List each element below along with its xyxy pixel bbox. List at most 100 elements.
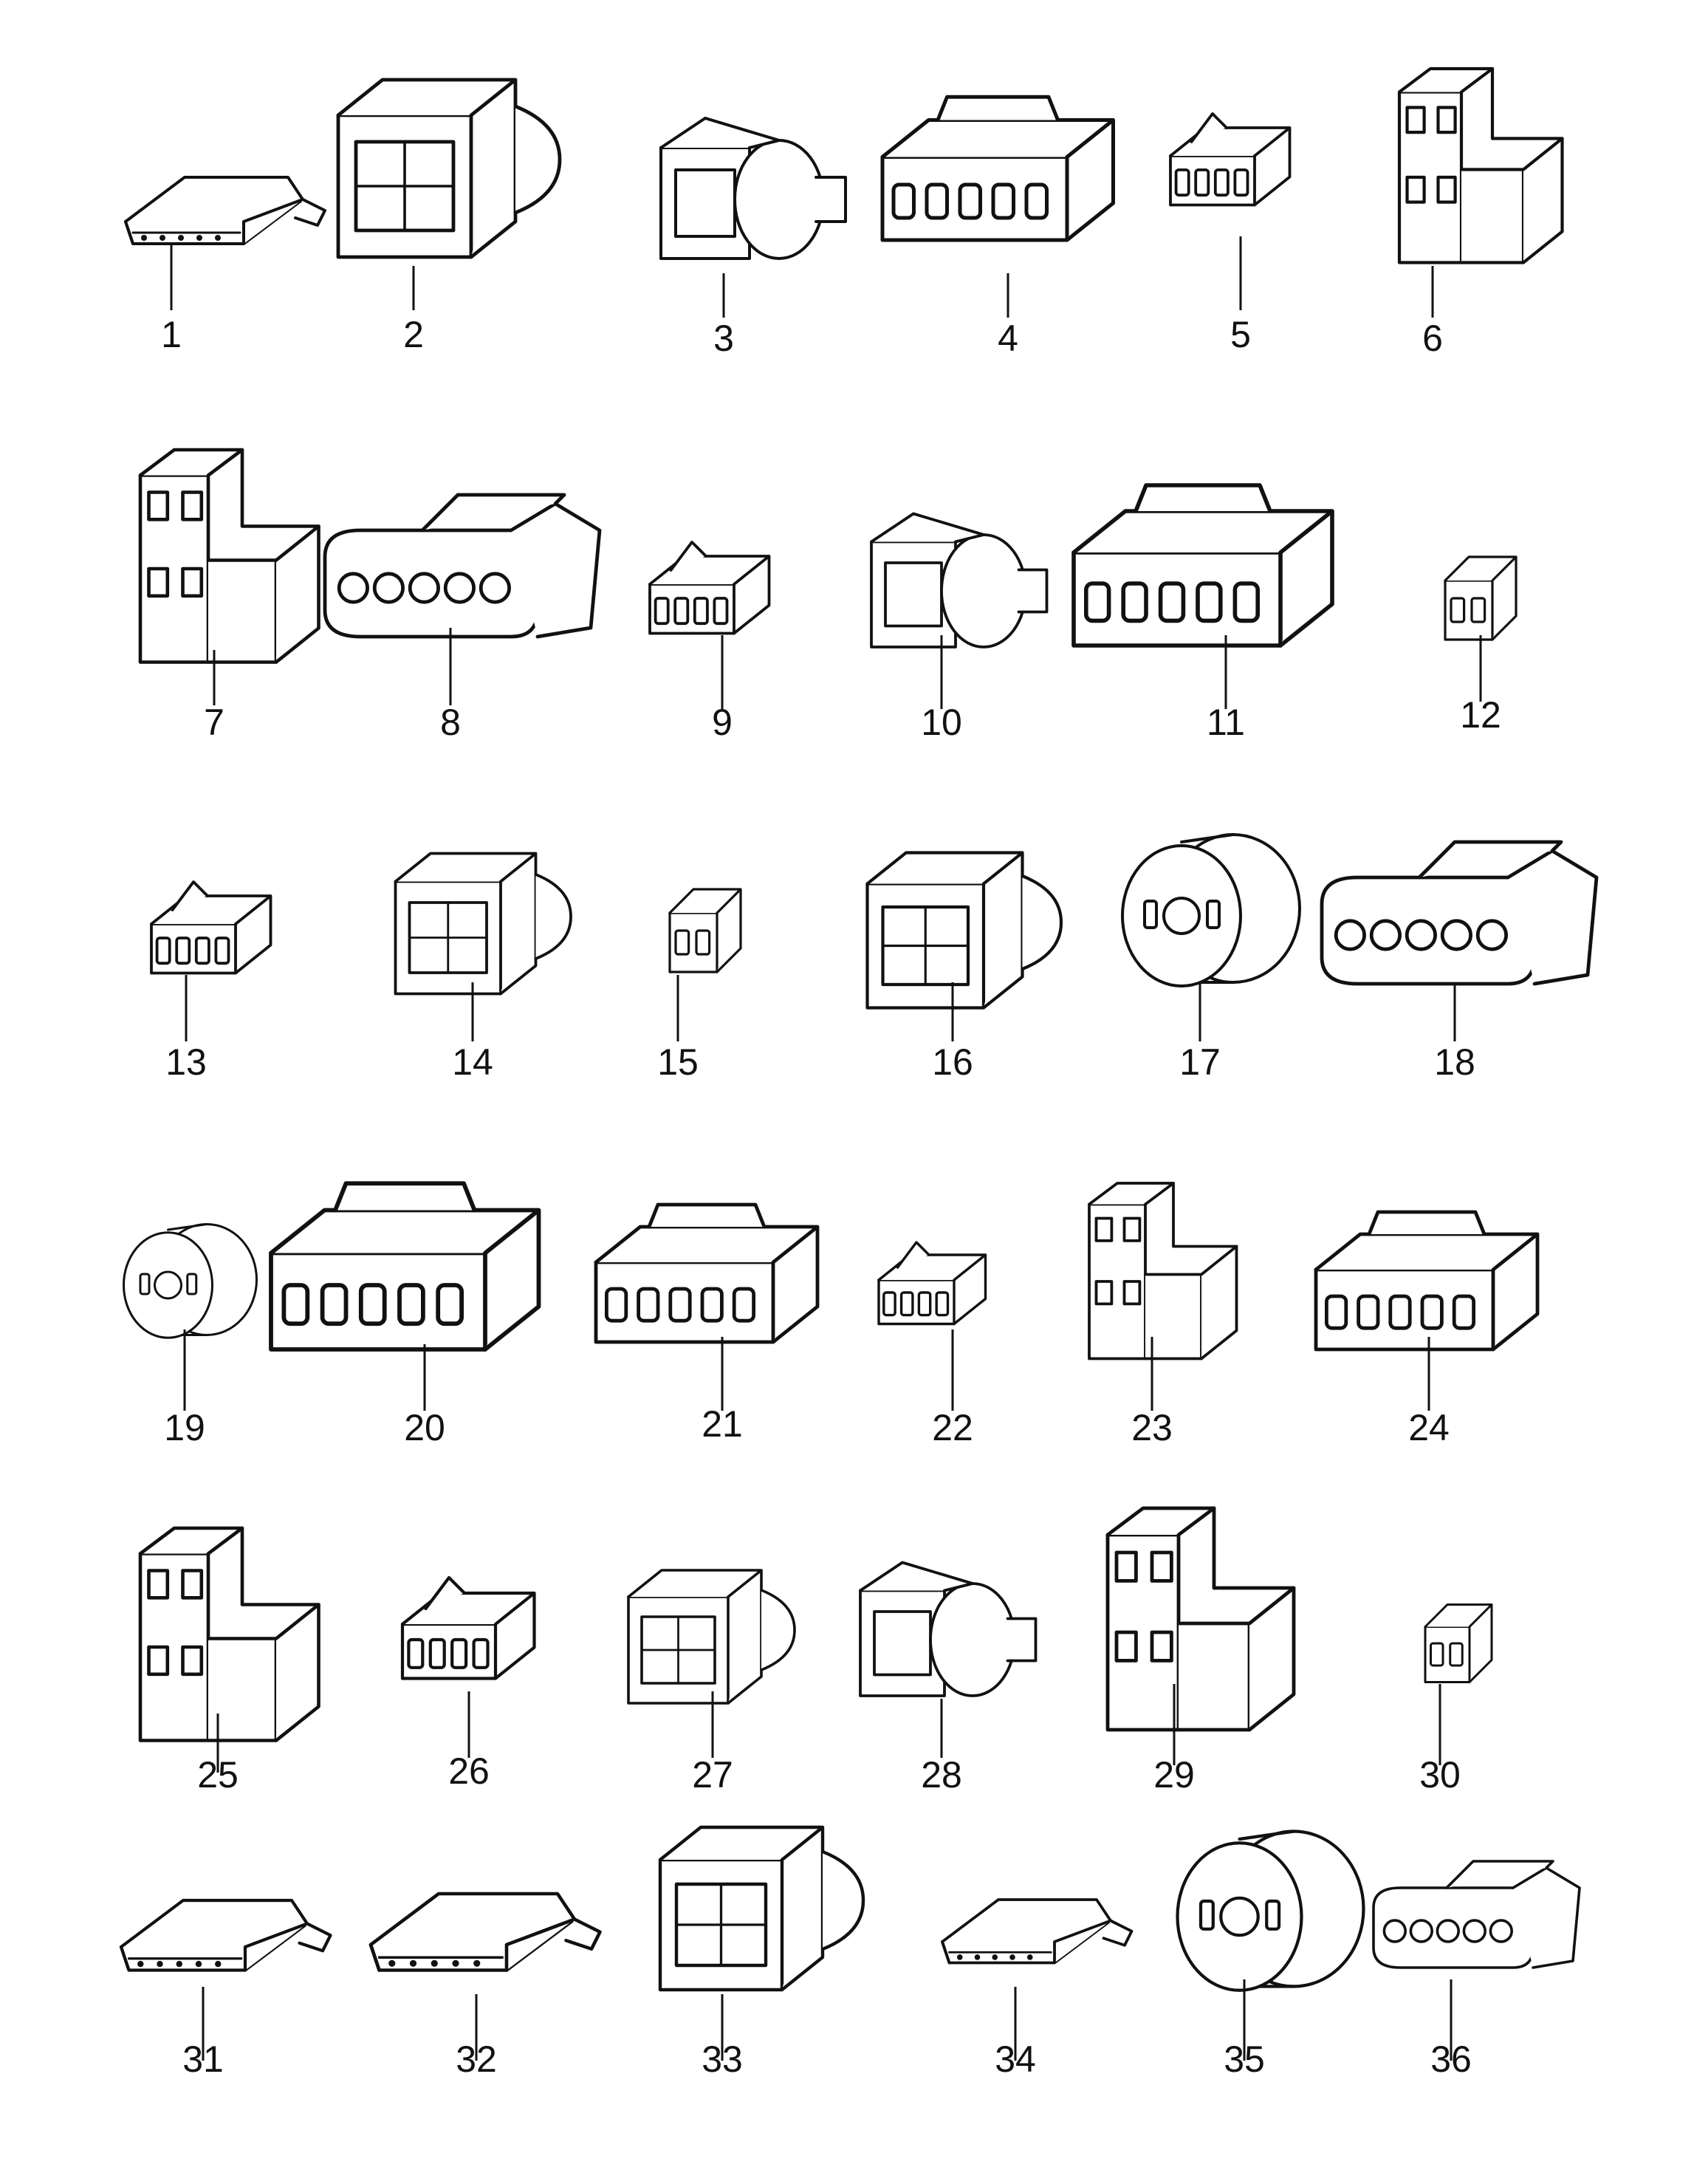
part-3: 3 [659,117,847,359]
5-pin-sealed-connector-icon [1320,840,1599,986]
round-connector-icon [123,1223,258,1339]
part-number-label: 3 [713,318,734,359]
part-31: 31 [119,1898,332,2080]
part-number-label: 8 [440,702,461,743]
part-number-label: 6 [1422,318,1443,359]
part-number-label: 2 [403,314,424,355]
part-33: 33 [658,1825,865,2080]
box-connector-icon [336,78,562,259]
part-26: 26 [400,1575,536,1792]
part-25: 25 [138,1526,320,1796]
part-14: 14 [394,852,572,1083]
part-24: 24 [1314,1210,1540,1448]
box-connector-icon [394,852,572,996]
stepped-housing-icon [1088,1182,1238,1360]
4-pin-housing-icon [1169,112,1292,207]
part-19: 19 [123,1223,258,1448]
part-number-label: 24 [1408,1407,1450,1448]
part-20: 20 [269,1181,541,1448]
stepped-housing-icon [1397,66,1564,264]
flat-pin-connector-icon [124,176,326,245]
2-pin-housing-icon [1444,555,1518,641]
part-16: 16 [865,851,1063,1083]
part-number-label: 7 [204,702,224,743]
part-number-label: 25 [197,1754,239,1796]
part-number-label: 4 [998,318,1018,359]
part-27: 27 [627,1569,796,1796]
part-number-label: 35 [1224,2038,1265,2080]
long-box-connector-icon [1314,1210,1540,1352]
part-6: 6 [1397,66,1564,359]
part-number-label: 12 [1460,694,1501,736]
stepped-housing-icon [138,448,320,664]
box-connector-icon [658,1825,865,1992]
part-17: 17 [1121,833,1301,1083]
long-box-connector-icon [594,1202,820,1344]
4-pin-housing-icon [150,880,272,975]
part-number-label: 28 [921,1754,962,1796]
part-number-label: 16 [932,1041,973,1083]
part-number-label: 34 [995,2038,1036,2080]
part-30: 30 [1419,1603,1493,1796]
part-number-label: 29 [1153,1754,1195,1796]
part-number-label: 17 [1179,1041,1221,1083]
part-7: 7 [138,448,320,743]
part-22: 22 [877,1241,987,1448]
part-number-label: 20 [404,1407,445,1448]
part-10: 10 [870,512,1049,743]
part-number-label: 13 [165,1041,207,1083]
box-connector-icon [865,851,1063,1010]
part-number-label: 19 [164,1407,205,1448]
part-number-label: 18 [1434,1041,1475,1083]
part-number-label: 9 [712,702,733,743]
part-number-label: 14 [452,1041,493,1083]
part-number-label: 5 [1230,314,1251,355]
part-number-label: 30 [1419,1754,1461,1796]
5-pin-sealed-connector-icon [1372,1860,1581,1969]
round-connector-icon [1121,833,1301,987]
round-seal-connector-icon [859,1561,1038,1697]
round-seal-connector-icon [659,117,847,260]
round-seal-connector-icon [870,512,1049,648]
part-18: 18 [1320,840,1599,1083]
part-21: 21 [594,1202,820,1445]
4-pin-housing-icon [400,1575,536,1680]
part-12: 12 [1444,555,1518,736]
part-number-label: 15 [657,1041,699,1083]
part-15: 15 [657,888,742,1083]
part-number-label: 27 [692,1754,733,1796]
part-number-label: 1 [161,314,182,355]
5-pin-sealed-connector-icon [323,493,602,639]
stepped-housing-icon [1105,1506,1296,1732]
part-11: 11 [1071,483,1334,743]
part-number-label: 23 [1131,1407,1173,1448]
long-box-connector-icon [880,95,1115,242]
part-34: 34 [941,1898,1134,2080]
part-28: 28 [859,1561,1038,1796]
part-13: 13 [150,880,272,1083]
part-8: 8 [323,493,602,743]
4-pin-housing-icon [877,1241,987,1326]
part-29: 29 [1105,1506,1296,1796]
part-number-label: 36 [1430,2038,1472,2080]
part-36: 36 [1372,1860,1581,2080]
flat-pin-connector-icon [119,1898,332,1972]
part-number-label: 31 [182,2038,224,2080]
part-number-label: 22 [932,1407,973,1448]
flat-pin-connector-icon [368,1892,602,1972]
flat-pin-connector-icon [941,1898,1134,1965]
2-pin-housing-icon [1424,1603,1493,1683]
part-number-label: 11 [1207,702,1245,743]
round-connector-icon [1176,1829,1365,1992]
part-2: 2 [336,78,562,355]
2-pin-housing-icon [668,888,742,973]
stepped-housing-icon [138,1526,320,1742]
long-box-connector-icon [269,1181,541,1352]
long-box-connector-icon [1071,483,1334,648]
part-4: 4 [880,95,1115,359]
part-23: 23 [1088,1182,1238,1448]
part-number-label: 21 [702,1403,743,1445]
part-5: 5 [1169,112,1292,355]
4-pin-housing-icon [648,541,771,635]
